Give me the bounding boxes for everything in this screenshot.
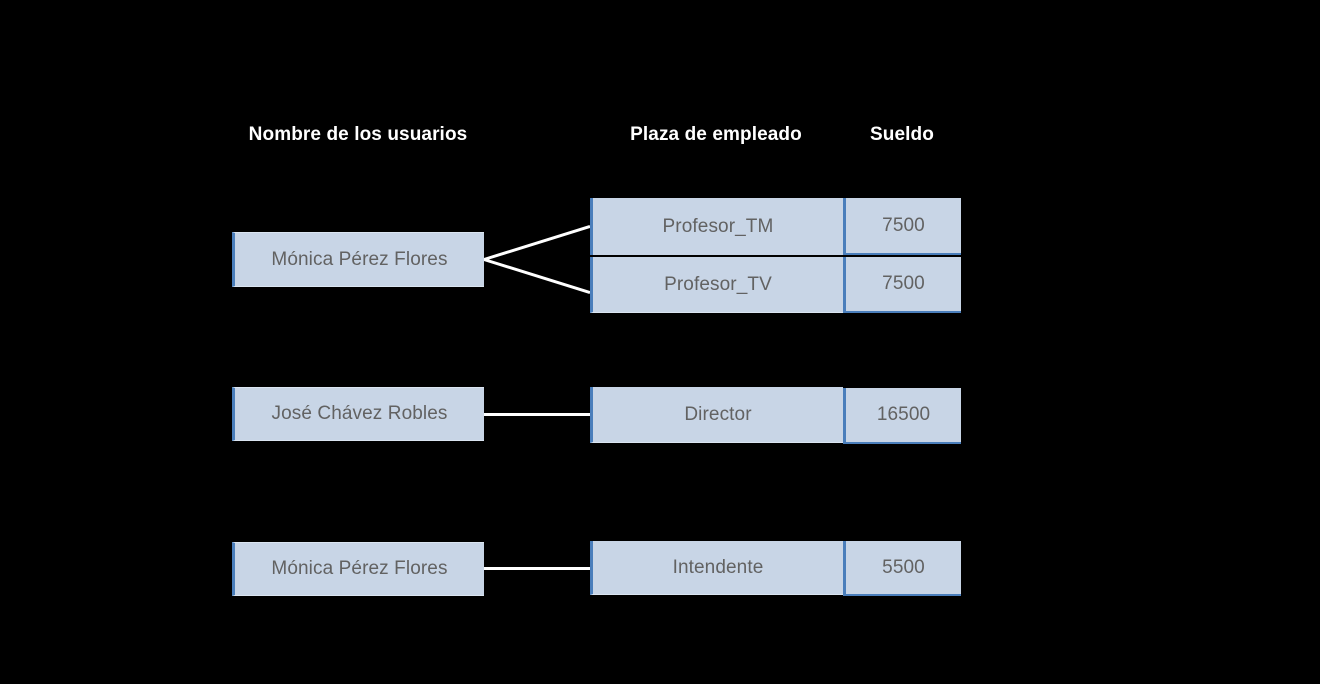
connector-line-director (484, 413, 591, 416)
plaza-box[interactable]: Intendente (590, 541, 843, 595)
column-header-nombre: Nombre de los usuarios (248, 124, 468, 145)
plaza-box[interactable]: Profesor_TM (590, 198, 843, 255)
sueldo-box[interactable]: 7500 (843, 257, 961, 313)
user-box[interactable]: Mónica Pérez Flores (232, 232, 484, 287)
sueldo-box[interactable]: 7500 (843, 198, 961, 255)
connector-line-profesor-tm (483, 224, 591, 261)
column-header-plaza: Plaza de empleado (630, 124, 802, 145)
plaza-box[interactable]: Profesor_TV (590, 257, 843, 313)
plaza-box[interactable]: Director (590, 387, 843, 443)
sueldo-box[interactable]: 16500 (843, 388, 961, 444)
connector-line-profesor-tv (483, 257, 591, 294)
column-header-sueldo: Sueldo (870, 124, 934, 145)
user-box[interactable]: José Chávez Robles (232, 387, 484, 441)
sueldo-box[interactable]: 5500 (843, 541, 961, 596)
user-box[interactable]: Mónica Pérez Flores (232, 542, 484, 596)
connector-line-intendente (484, 567, 591, 570)
